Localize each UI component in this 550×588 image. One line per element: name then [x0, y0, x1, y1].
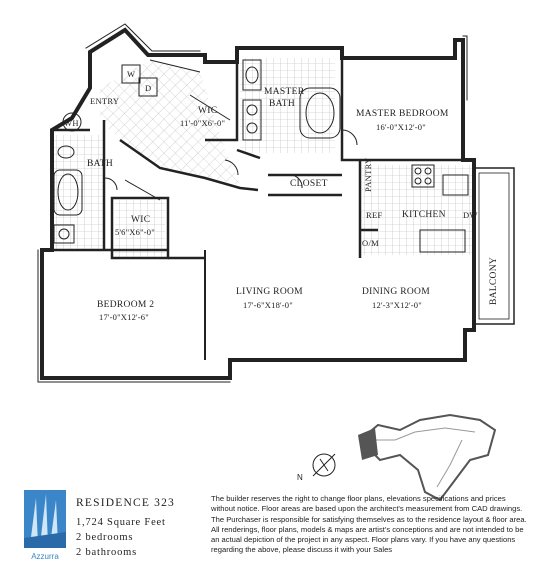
room-master-bath-line1: MASTER [264, 87, 305, 97]
room-kitchen: KITCHEN [402, 210, 446, 220]
azzurra-logo: Azzurra [24, 490, 66, 561]
room-master-bedroom-dim: 16'-0"X12'-0" [376, 122, 426, 132]
room-wic-small-dim: 5'6"X6"-0" [115, 227, 155, 237]
room-wic-top-dim: 11'-0"X6'-0" [180, 118, 226, 128]
exterior-walls [37, 23, 515, 383]
room-bedroom2-label: BEDROOM 2 [97, 300, 155, 310]
room-living-room-dim: 17'-6"X18'-0" [243, 300, 293, 310]
key-plan [312, 413, 497, 502]
residence-square-feet: 1,724 Square Feet [76, 517, 166, 528]
disclaimer-text: The builder reserves the right to change… [211, 494, 527, 555]
room-pantry: PANTRY [363, 157, 373, 192]
residence-title: RESIDENCE 323 [76, 497, 175, 509]
logo-text: Azzurra [31, 552, 59, 561]
tiled-floors [50, 58, 474, 258]
room-living-room-label: LIVING ROOM [236, 287, 303, 297]
interior-walls [52, 58, 463, 360]
residence-bathrooms: 2 bathrooms [76, 547, 138, 558]
label-oven-microwave: O/M [362, 238, 379, 248]
north-label: N [297, 473, 303, 482]
room-closet: CLOSET [290, 179, 328, 189]
room-bedroom2-dim: 17'-0"X12'-6" [99, 312, 149, 322]
room-wic-small-label: WIC [131, 215, 151, 225]
room-master-bath-line2: BATH [269, 99, 296, 109]
label-water-heater: WH [64, 118, 79, 128]
room-master-bedroom-label: MASTER BEDROOM [356, 109, 449, 119]
label-dw: DW [463, 210, 478, 220]
label-ref: REF [366, 210, 383, 220]
room-balcony: BALCONY [489, 256, 499, 305]
room-dining-room-dim: 12'-3"X12'-0" [372, 300, 422, 310]
room-entry: ENTRY [90, 96, 120, 106]
room-bath: BATH [87, 159, 114, 169]
residence-bedrooms: 2 bedrooms [76, 532, 134, 543]
fixtures [53, 59, 469, 253]
room-dining-room-label: DINING ROOM [362, 287, 430, 297]
label-washer: W [127, 69, 136, 79]
label-dryer: D [145, 83, 152, 93]
room-wic-top-label: WIC [198, 106, 218, 116]
